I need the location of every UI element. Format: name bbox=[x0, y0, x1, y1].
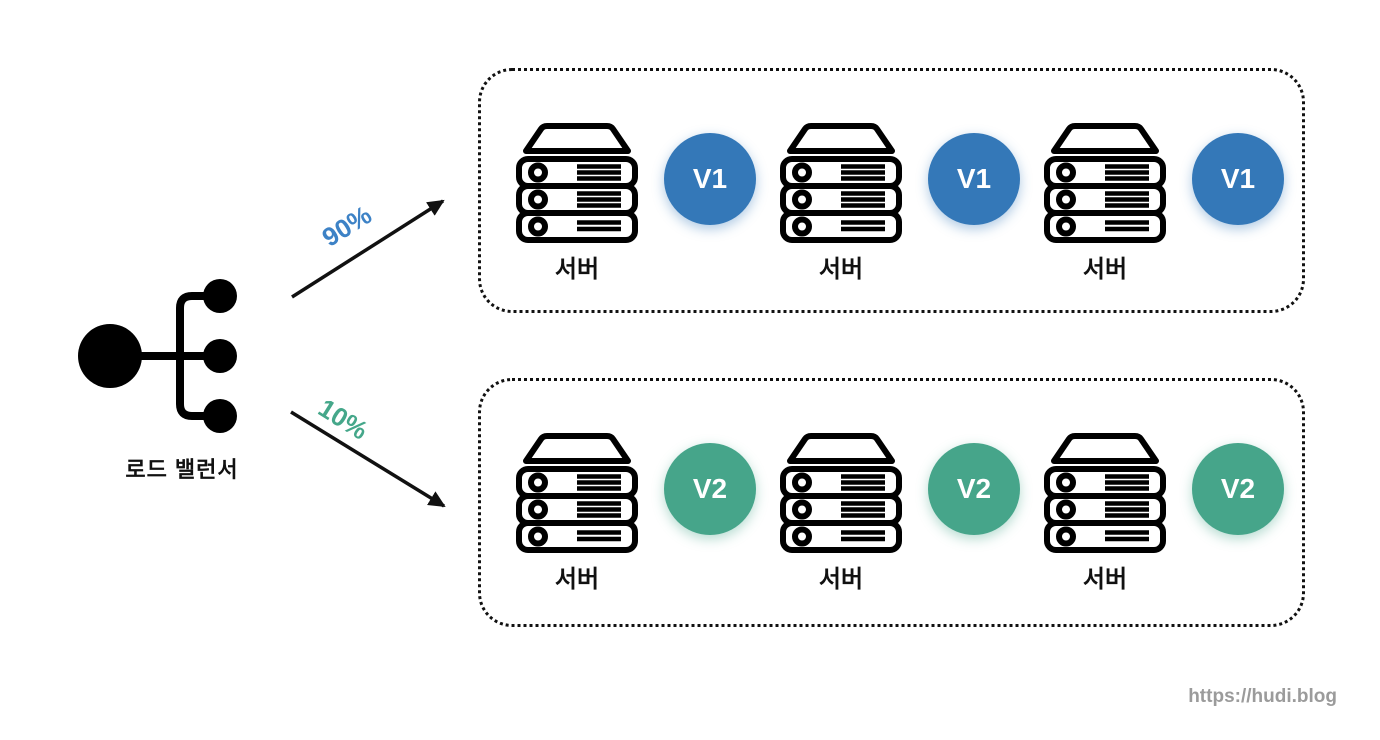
server-label: 서버 bbox=[554, 256, 600, 283]
server-icon bbox=[779, 431, 903, 553]
server-icon bbox=[1043, 431, 1167, 553]
server: 서버 bbox=[779, 121, 903, 283]
version-badge-v2: V2 bbox=[664, 443, 756, 535]
server-cell: 서버 V1 bbox=[1043, 121, 1284, 283]
version-badge-v1: V1 bbox=[928, 133, 1020, 225]
server-row-v1: 서버 V1 서버 V1 서버 V1 bbox=[481, 71, 1302, 283]
server-label: 서버 bbox=[818, 566, 864, 593]
server-icon bbox=[1043, 121, 1167, 243]
server-cell: 서버 V1 bbox=[515, 121, 756, 283]
server-cell: 서버 V1 bbox=[779, 121, 1020, 283]
server-cell: 서버 V2 bbox=[515, 431, 756, 593]
server-group-v2: 서버 V2 서버 V2 서버 V2 bbox=[478, 378, 1305, 627]
server: 서버 bbox=[1043, 121, 1167, 283]
watermark-url: https://hudi.blog bbox=[1188, 686, 1337, 707]
server: 서버 bbox=[515, 121, 639, 283]
server-icon bbox=[515, 121, 639, 243]
server-cell: 서버 V2 bbox=[1043, 431, 1284, 593]
server-row-v2: 서버 V2 서버 V2 서버 V2 bbox=[481, 381, 1302, 593]
server-label: 서버 bbox=[554, 566, 600, 593]
server-icon bbox=[779, 121, 903, 243]
route-10-percent-label: 10% bbox=[313, 392, 374, 446]
version-badge-v2: V2 bbox=[928, 443, 1020, 535]
server-icon bbox=[515, 431, 639, 553]
server-label: 서버 bbox=[818, 256, 864, 283]
load-balancer-icon bbox=[78, 279, 237, 433]
version-badge-v2: V2 bbox=[1192, 443, 1284, 535]
load-balancer-label: 로드 밸런서 bbox=[125, 457, 239, 482]
server-cell: 서버 V2 bbox=[779, 431, 1020, 593]
server: 서버 bbox=[1043, 431, 1167, 593]
server: 서버 bbox=[779, 431, 903, 593]
route-90-percent-label: 90% bbox=[316, 199, 377, 253]
server-label: 서버 bbox=[1082, 566, 1128, 593]
version-badge-v1: V1 bbox=[664, 133, 756, 225]
version-badge-v1: V1 bbox=[1192, 133, 1284, 225]
server-group-v1: 서버 V1 서버 V1 서버 V1 bbox=[478, 68, 1305, 313]
server-label: 서버 bbox=[1082, 256, 1128, 283]
server: 서버 bbox=[515, 431, 639, 593]
